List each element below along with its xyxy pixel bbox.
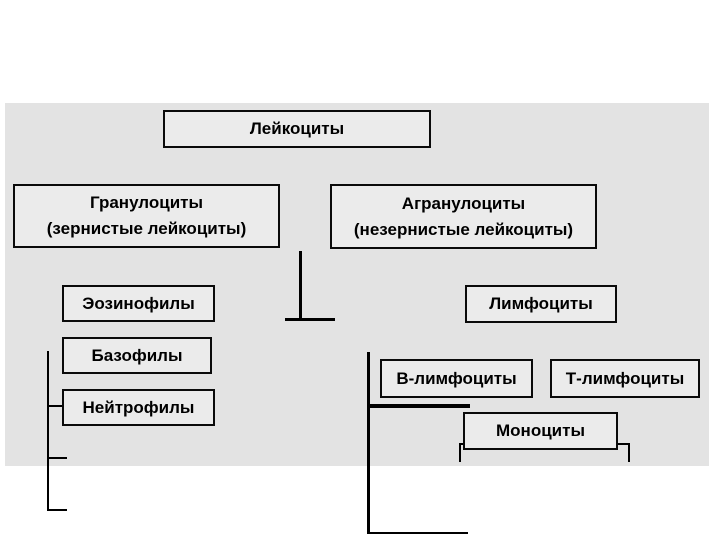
node-eosinophils-label: Эозинофилы xyxy=(82,293,195,313)
node-leukocytes-label: Лейкоциты xyxy=(249,119,345,138)
connector-root-vertical xyxy=(299,251,302,320)
connector-agranulocytes-trunk xyxy=(367,352,370,534)
node-neutrophils-label: Нейтрофилы xyxy=(82,397,195,417)
node-lymphocytes: Лимфоциты xyxy=(465,285,617,323)
node-granulocytes: Гранулоциты (зернистые лейкоциты) xyxy=(13,184,280,248)
connector-b-lymphocytes-drop xyxy=(459,443,461,462)
node-monocytes-label: Моноциты xyxy=(496,421,585,440)
node-agranulocytes-sublabel: (незернистые лейкоциты) xyxy=(353,219,574,239)
connector-neutrophils-branch xyxy=(47,509,67,511)
node-granulocytes-label: Гранулоциты xyxy=(89,193,204,212)
connector-root-horizontal xyxy=(285,318,335,321)
connector-eosinophils-branch xyxy=(47,405,67,407)
node-neutrophils: Нейтрофилы xyxy=(62,389,215,426)
connector-granulocytes-trunk xyxy=(47,351,49,511)
node-basophils-label: Базофилы xyxy=(91,345,183,365)
node-granulocytes-sublabel: (зернистые лейкоциты) xyxy=(46,219,247,238)
node-agranulocytes: Агранулоциты (незернистые лейкоциты) xyxy=(330,184,597,249)
node-eosinophils: Эозинофилы xyxy=(62,285,215,322)
node-leukocytes: Лейкоциты xyxy=(163,110,431,148)
node-t-lymphocytes: Т-лимфоциты xyxy=(550,359,700,398)
connector-t-lymphocytes-drop xyxy=(628,443,630,462)
node-b-lymphocytes: В-лимфоциты xyxy=(380,359,533,398)
node-t-lymphocytes-label: Т-лимфоциты xyxy=(565,368,685,388)
node-agranulocytes-label: Агранулоциты xyxy=(401,193,526,213)
node-b-lymphocytes-label: В-лимфоциты xyxy=(396,368,517,388)
node-monocytes: Моноциты xyxy=(463,412,618,450)
connector-lymphocytes-branch xyxy=(367,404,470,408)
connector-basophils-branch xyxy=(47,457,67,459)
connector-monocytes-branch xyxy=(367,532,468,534)
node-basophils: Базофилы xyxy=(62,337,212,374)
node-lymphocytes-label: Лимфоциты xyxy=(489,294,593,313)
